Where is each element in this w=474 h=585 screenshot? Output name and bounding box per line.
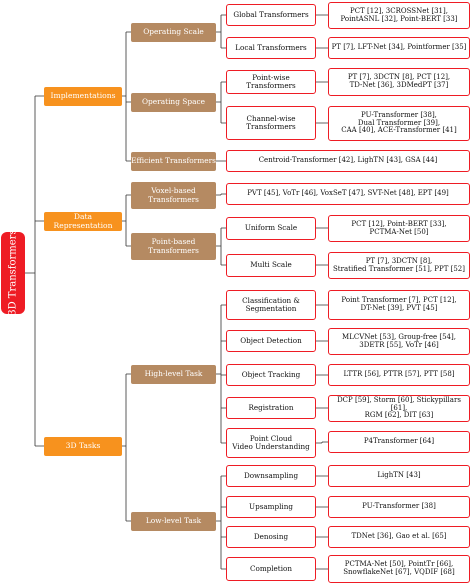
leaf-point-wise-transformers: PT [7], 3DCTN [8], PCT [12], TD-Net [36]… bbox=[328, 68, 470, 96]
root-node: 3D Transformers bbox=[1, 232, 25, 314]
connector-operating-scale bbox=[216, 14, 226, 49]
level1-3d-tasks: 3D Tasks bbox=[44, 437, 122, 456]
connector-voxel bbox=[216, 193, 226, 196]
category-object-tracking: Object Tracking bbox=[226, 364, 316, 386]
level1-implementations: Implementations bbox=[44, 87, 122, 106]
connector-implementations bbox=[122, 31, 131, 162]
connector-high-level bbox=[216, 304, 226, 444]
category-uniform-scale: Uniform Scale bbox=[226, 217, 316, 240]
level2-voxel-based: Voxel-based Transformers bbox=[131, 182, 216, 209]
connector-point-based bbox=[216, 227, 226, 266]
category-completion: Completion bbox=[226, 557, 316, 581]
level2-operating-space: Operating Space bbox=[131, 93, 216, 112]
leaf-object-tracking: LTTR [56], PTTR [57], PTT [58] bbox=[328, 364, 470, 386]
leaf-registration: DCP [59], Storm [60], Stickypillars [61]… bbox=[328, 395, 470, 422]
category-point-cloud-video: Point Cloud Video Understanding bbox=[226, 428, 316, 458]
category-global-transformers: Global Transformers bbox=[226, 4, 316, 26]
category-denosing: Denosing bbox=[226, 526, 316, 548]
level2-point-based: Point-based Transformers bbox=[131, 233, 216, 260]
leaf-efficient-transformers: Centroid-Transformer [42], LighTN [43], … bbox=[226, 150, 470, 172]
connector-3d-tasks bbox=[122, 373, 131, 522]
category-multi-scale: Multi Scale bbox=[226, 254, 316, 277]
level2-efficient-transformers: Efficient Transformers bbox=[131, 152, 216, 171]
category-object-detection: Object Detection bbox=[226, 330, 316, 352]
leaf-point-cloud-video: P4Transformer [64] bbox=[328, 431, 470, 453]
leaf-global-transformers: PCT [12], 3CROSSNet [31], PointASNL [32]… bbox=[328, 2, 470, 29]
leaf-downsampling: LighTN [43] bbox=[328, 465, 470, 487]
category-classification-segmentation: Classification & Segmentation bbox=[226, 290, 316, 320]
category-local-transformers: Local Transformers bbox=[226, 37, 316, 59]
leaf-denosing: TDNet [36], Gao et al. [65] bbox=[328, 526, 470, 548]
leaf-object-detection: MLCVNet [53], Group-free [54], 3DETR [55… bbox=[328, 328, 470, 355]
category-channel-wise-transformers: Channel-wise Transformers bbox=[226, 106, 316, 140]
leaf-completion: PCTMA-Net [50], PointTr [66], SnowflakeN… bbox=[328, 555, 470, 583]
connector-operating-space bbox=[216, 81, 226, 124]
connector-root bbox=[25, 95, 44, 447]
category-registration: Registration bbox=[226, 397, 316, 419]
leaf-voxel-based: PVT [45], VoTr [46], VoxSeT [47], SVT-Ne… bbox=[226, 183, 470, 205]
leaf-upsampling: PU-Transformer [38] bbox=[328, 496, 470, 518]
level1-data-representation: Data Representation bbox=[44, 212, 122, 231]
leaf-multi-scale: PT [7], 3DCTN [8], Stratified Transforme… bbox=[328, 252, 470, 279]
level2-low-level-task: Low-level Task bbox=[131, 512, 216, 531]
leaf-local-transformers: PT [7], LFT-Net [34], Pointformer [35] bbox=[328, 37, 470, 59]
leaf-channel-wise-transformers: PU-Transformer [38], Dual Transformer [3… bbox=[328, 106, 470, 141]
level2-operating-scale: Operating Scale bbox=[131, 23, 216, 42]
leaf-classification-segmentation: Point Transformer [7], PCT [12], DT-Net … bbox=[328, 290, 470, 320]
category-point-wise-transformers: Point-wise Transformers bbox=[226, 70, 316, 94]
category-upsampling: Upsampling bbox=[226, 496, 316, 518]
connector-low-level bbox=[216, 475, 226, 570]
leaf-uniform-scale: PCT [12], Point-BERT [33], PCTMA-Net [50… bbox=[328, 215, 470, 242]
category-downsampling: Downsampling bbox=[226, 465, 316, 487]
level2-high-level-task: High-level Task bbox=[131, 365, 216, 384]
connector-leaf-10 bbox=[316, 441, 328, 444]
connector-data-representation bbox=[122, 194, 131, 247]
